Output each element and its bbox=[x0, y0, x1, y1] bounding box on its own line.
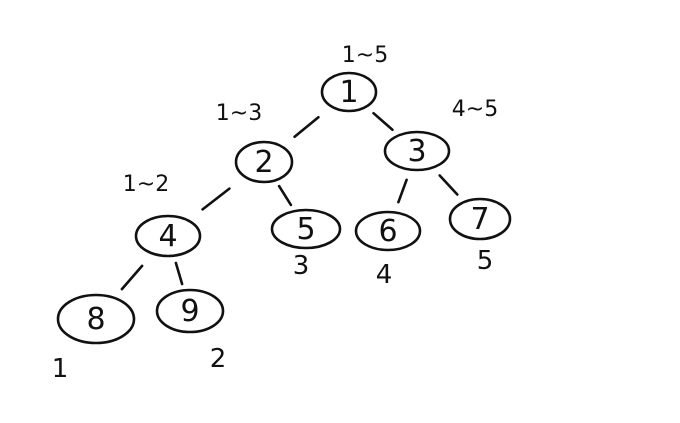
node-label-1: 1 bbox=[339, 75, 358, 110]
node-range-label-1: 1~5 bbox=[342, 43, 388, 68]
node-label-6: 6 bbox=[378, 214, 397, 249]
edge-3-7 bbox=[438, 174, 459, 196]
edge-2-5 bbox=[277, 184, 293, 207]
node-circle-9 bbox=[155, 288, 225, 334]
node-range-label-3: 4~5 bbox=[452, 97, 498, 122]
tree-node-5: 53 bbox=[270, 208, 342, 281]
tree-node-9: 92 bbox=[155, 288, 227, 374]
node-circle-3 bbox=[383, 130, 451, 172]
node-circle-8 bbox=[56, 293, 136, 345]
leaf-value-label-9: 2 bbox=[210, 344, 227, 374]
leaf-value-label-6: 4 bbox=[376, 260, 393, 290]
leaf-value-label-8: 1 bbox=[52, 354, 69, 384]
tree-node-2: 2 1~3 bbox=[216, 101, 294, 184]
edge-2-4 bbox=[201, 187, 231, 211]
node-circle-7 bbox=[448, 197, 512, 241]
leaf-value-label-7: 5 bbox=[477, 246, 494, 276]
tree-node-6: 64 bbox=[354, 210, 422, 290]
tree-node-8: 81 bbox=[52, 293, 136, 384]
tree-node-3: 3 4~5 bbox=[383, 97, 498, 172]
node-range-label-2: 1~3 bbox=[216, 101, 262, 126]
leaf-value-label-5: 3 bbox=[293, 251, 310, 281]
edge-1-2 bbox=[293, 115, 320, 139]
edges-layer bbox=[120, 111, 459, 291]
tree-node-7: 75 bbox=[448, 197, 512, 276]
node-circle-1 bbox=[320, 71, 378, 113]
tree-node-1: 11~5 bbox=[320, 43, 388, 113]
node-circle-4 bbox=[134, 214, 202, 258]
node-label-5: 5 bbox=[296, 212, 315, 247]
edge-4-8 bbox=[120, 264, 144, 291]
node-label-9: 9 bbox=[180, 294, 199, 329]
edge-3-6 bbox=[397, 178, 408, 204]
node-circle-5 bbox=[270, 208, 342, 250]
node-circle-6 bbox=[354, 210, 422, 252]
node-range-label-4: 1~2 bbox=[123, 172, 169, 197]
node-label-8: 8 bbox=[86, 302, 105, 337]
node-label-7: 7 bbox=[470, 202, 489, 237]
node-label-2: 2 bbox=[254, 145, 273, 180]
tree-node-4: 4 1~2 bbox=[123, 172, 202, 258]
node-circle-2 bbox=[234, 140, 294, 184]
edge-1-3 bbox=[372, 111, 394, 132]
node-label-4: 4 bbox=[158, 219, 177, 254]
edge-4-9 bbox=[174, 261, 184, 286]
node-label-3: 3 bbox=[407, 134, 426, 169]
